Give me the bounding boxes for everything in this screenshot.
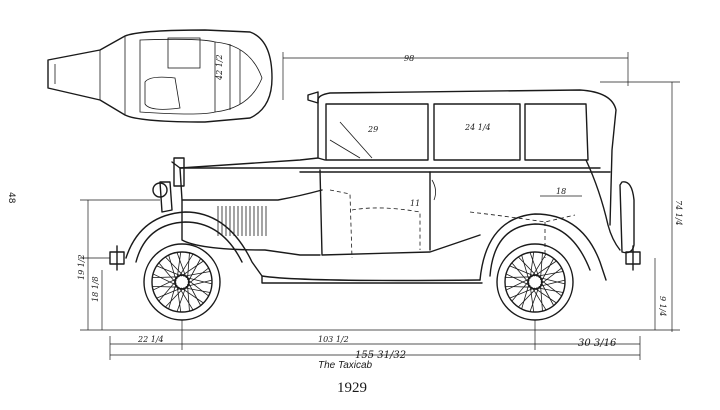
spoke <box>187 284 190 312</box>
rear-wheel <box>496 243 574 321</box>
bumper-height-label: 18 1/8 <box>91 276 100 302</box>
left-dimensions: 19 1/2 18 1/8 9 1/4 <box>77 199 667 330</box>
front-spokes <box>152 251 213 313</box>
spoke <box>505 273 531 286</box>
spoke <box>168 283 177 309</box>
spoke <box>509 265 535 277</box>
spoke <box>536 287 564 293</box>
year: 1929 <box>337 380 367 396</box>
spoke <box>538 277 566 285</box>
roof-height-dimension: 74 1/4 <box>600 81 683 332</box>
spoke <box>540 252 543 280</box>
body-side-view: 18 11 29 24 1/4 <box>152 89 635 259</box>
rear-overhang-label: 30 3/16 <box>578 338 617 349</box>
spoke <box>529 251 535 279</box>
spoke <box>521 255 530 281</box>
spoke <box>518 287 538 308</box>
frame-height-label: 19 1/2 <box>77 254 86 280</box>
door-label: 11 <box>410 199 420 208</box>
spoke <box>183 271 211 277</box>
spoke <box>152 276 180 278</box>
spoke <box>178 286 194 311</box>
hood-louvres <box>217 206 267 236</box>
spoke <box>521 283 530 309</box>
front-overhang-label: 22 1/4 <box>137 335 164 344</box>
spoke <box>529 252 540 278</box>
spoke <box>540 284 543 312</box>
fenders <box>125 211 607 284</box>
plan-view: 42 1/2 <box>47 29 273 123</box>
spoke <box>540 281 555 306</box>
spoke <box>540 258 555 283</box>
spoke <box>152 273 178 286</box>
spoke <box>156 265 182 277</box>
spoke <box>534 260 557 277</box>
spoke <box>185 279 213 287</box>
bumpers <box>109 245 641 271</box>
rear-spokes <box>505 251 566 313</box>
spoke <box>529 286 540 312</box>
overall-top-label: 98 <box>404 54 414 63</box>
wheelbase-label: 103 1/2 <box>318 335 349 344</box>
spoke <box>529 285 535 313</box>
seat-depth-label: 18 <box>556 187 566 196</box>
overall-length-label: 155 31/32 <box>355 350 406 361</box>
spoke <box>176 252 187 278</box>
spoke <box>176 286 187 312</box>
spoke <box>152 278 178 291</box>
top-dimension: 98 <box>282 52 629 100</box>
spoke <box>165 256 185 277</box>
spoke <box>536 271 564 277</box>
spoke <box>511 280 530 302</box>
bottom-dimensions: 22 1/4 103 1/2 30 3/16 155 31/32 <box>109 320 641 361</box>
spoke <box>534 287 557 304</box>
plan-width-label: 42 1/2 <box>215 54 224 81</box>
spoke <box>158 280 177 302</box>
spoke <box>538 279 566 287</box>
spoke <box>176 285 182 313</box>
spoke <box>165 287 185 308</box>
front-wheel <box>143 243 221 321</box>
spoke <box>531 286 547 311</box>
spoke <box>505 276 533 278</box>
spoke <box>187 279 209 297</box>
spoke <box>181 287 204 304</box>
rear-window-label: 24 1/4 <box>464 123 491 132</box>
spoke <box>185 277 213 285</box>
spoke <box>176 251 182 279</box>
spoke <box>187 267 209 285</box>
spoke <box>518 256 538 277</box>
spoke <box>505 286 533 288</box>
spoke <box>540 267 562 285</box>
spoke <box>531 253 547 278</box>
spoke <box>152 286 180 288</box>
spoke <box>181 260 204 277</box>
ground-clearance-label: 9 1/4 <box>658 296 667 317</box>
caption: The Taxicab <box>318 360 373 371</box>
spoke <box>187 258 202 283</box>
spoke <box>187 281 202 306</box>
front-window-label: 29 <box>367 125 378 134</box>
spoke <box>183 287 211 293</box>
spoke <box>505 278 531 291</box>
spoke <box>509 287 535 299</box>
spoke <box>168 255 177 281</box>
spoke <box>178 253 194 278</box>
spoke <box>511 262 530 284</box>
spoke <box>156 287 182 299</box>
spoke <box>187 252 190 280</box>
spoke <box>540 279 562 297</box>
roof-height-label: 74 1/4 <box>674 200 683 226</box>
spoke <box>158 262 177 284</box>
